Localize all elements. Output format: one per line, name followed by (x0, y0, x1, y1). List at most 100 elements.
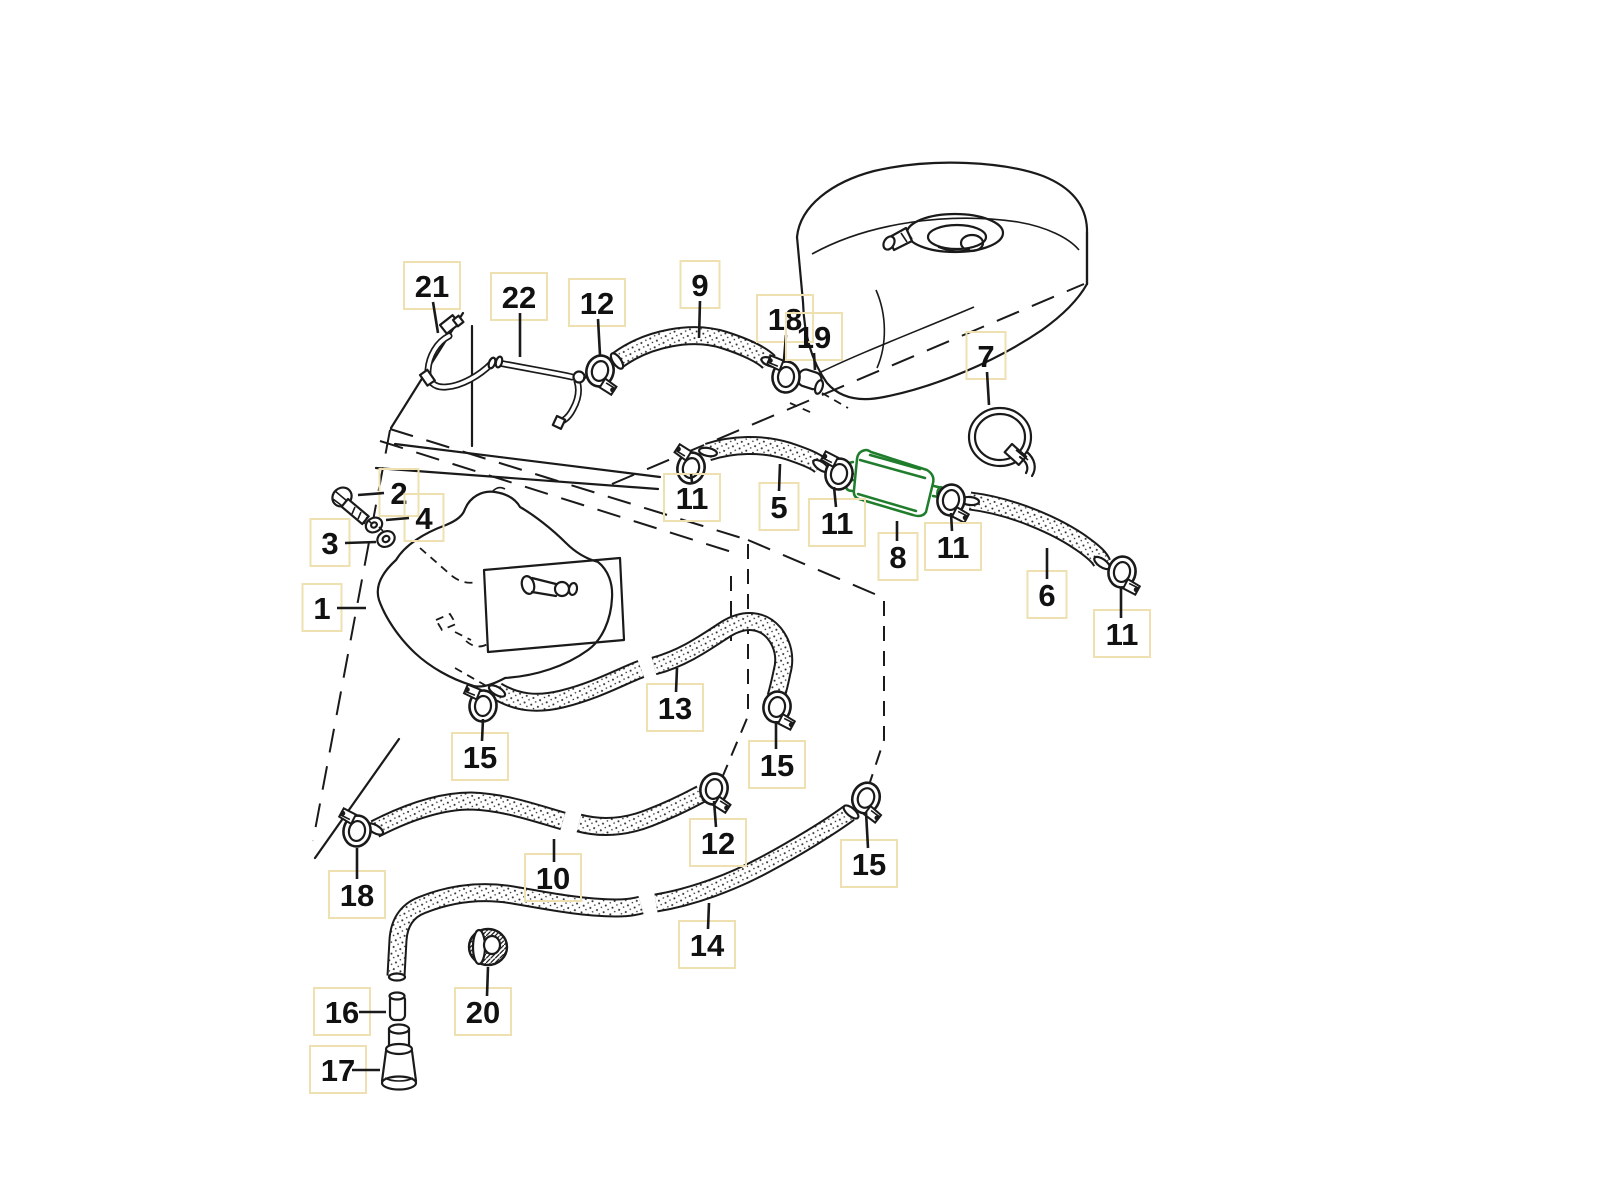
part-number: 7 (977, 339, 994, 374)
part-callout-1-10[interactable]: 1 (301, 583, 367, 632)
vent-pipe-part-21 (418, 314, 497, 391)
leader-line (712, 800, 718, 828)
leader-line (674, 667, 679, 693)
part-hotspot[interactable] (689, 818, 747, 867)
part-callout-15-22[interactable]: 15 (840, 811, 898, 888)
leader-line (864, 811, 870, 849)
part-number: 16 (325, 995, 359, 1030)
part-number: 12 (580, 286, 614, 321)
leader-line (706, 902, 711, 930)
part-hotspot[interactable] (568, 278, 626, 327)
clamp-part-18 (763, 354, 803, 395)
leader-line (832, 486, 838, 508)
part-callout-11-15[interactable]: 11 (924, 512, 982, 571)
part-callout-15-20[interactable]: 15 (748, 721, 806, 789)
part-callout-15-19[interactable]: 15 (451, 718, 509, 781)
part-hotspot[interactable] (965, 331, 1007, 380)
part-number: 11 (1106, 617, 1139, 652)
part-callout-4-8[interactable]: 4 (385, 493, 445, 542)
leader-line (431, 301, 440, 334)
vent-pipe-part-22 (494, 355, 598, 430)
part-hotspot[interactable] (451, 732, 509, 781)
part-callout-6-16[interactable]: 6 (1026, 548, 1068, 619)
hose-part-6 (959, 491, 1111, 571)
leader-line (985, 371, 991, 406)
part-callout-12-2[interactable]: 12 (568, 278, 626, 356)
part-callout-21-0[interactable]: 21 (403, 261, 461, 334)
part-number: 8 (889, 540, 906, 575)
mounting-panel (482, 556, 626, 654)
part-number: 18 (340, 878, 374, 913)
part-callout-12-21[interactable]: 12 (689, 800, 747, 867)
part-callout-17-28[interactable]: 17 (309, 1045, 380, 1094)
part-number: 22 (502, 280, 536, 315)
part-callout-13-18[interactable]: 13 (646, 667, 704, 732)
leader-line (480, 718, 485, 742)
part-callout-19-5[interactable]: 19 (785, 312, 843, 371)
lock-washer-part-4 (364, 516, 384, 534)
leader-line (689, 473, 694, 483)
part-hotspot[interactable] (840, 839, 898, 888)
part-hotspot[interactable] (808, 498, 866, 547)
clamp-part-12 (694, 769, 739, 815)
part-number: 15 (463, 740, 497, 775)
part-callout-11-13[interactable]: 11 (808, 486, 866, 547)
part-callout-11-11[interactable]: 11 (663, 473, 721, 522)
part-callout-18-24[interactable]: 18 (328, 848, 386, 919)
grommet-part-20 (467, 927, 509, 967)
part-number: 13 (658, 691, 692, 726)
leader-line (485, 966, 490, 997)
part-hotspot[interactable] (678, 920, 736, 969)
clamp-part-18 (333, 806, 376, 850)
hose-part-14 (386, 804, 860, 982)
clamp-part-11 (1103, 553, 1146, 597)
washer-part-3 (376, 529, 396, 549)
part-hotspot[interactable] (924, 522, 982, 571)
part-number: 3 (321, 526, 338, 561)
sleeve-part-19 (796, 368, 825, 395)
part-hotspot[interactable] (646, 683, 704, 732)
part-callout-9-3[interactable]: 9 (679, 260, 721, 339)
part-callout-2-7[interactable]: 2 (357, 468, 420, 517)
part-number: 12 (701, 826, 735, 861)
sleeve-part-16 (388, 991, 407, 1022)
part-callout-5-12[interactable]: 5 (758, 463, 800, 531)
part-number: 9 (691, 268, 708, 303)
part-number: 11 (821, 506, 854, 541)
part-number: 11 (676, 481, 709, 516)
part-callout-3-9[interactable]: 3 (309, 518, 377, 567)
part-number: 10 (536, 861, 570, 896)
leader-line (777, 463, 782, 492)
part-callout-16-26[interactable]: 16 (313, 987, 386, 1036)
part-callout-11-17[interactable]: 11 (1093, 587, 1151, 658)
part-hotspot[interactable] (454, 987, 512, 1036)
part-number: 17 (321, 1053, 355, 1088)
part-callout-14-25[interactable]: 14 (678, 902, 736, 969)
part-number: 1 (313, 591, 330, 626)
part-number: 11 (937, 530, 970, 565)
part-callout-20-27[interactable]: 20 (454, 966, 512, 1036)
part-number: 15 (760, 748, 794, 783)
part-hotspot[interactable] (403, 261, 461, 310)
part-number: 19 (797, 320, 831, 355)
part-callout-7-6[interactable]: 7 (965, 331, 1007, 406)
bolt-part-2 (331, 486, 370, 526)
leader-line (812, 352, 817, 371)
leader-line (949, 512, 954, 532)
part-number: 14 (690, 928, 725, 963)
hose-part-13 (487, 612, 794, 712)
part-callout-10-23[interactable]: 10 (524, 839, 582, 902)
part-number: 21 (415, 269, 449, 304)
tank-filler-nipple (882, 226, 914, 252)
expansion-tank (376, 486, 626, 689)
part-callout-22-1[interactable]: 22 (490, 272, 548, 357)
highlighted-part-8-canister[interactable] (844, 448, 952, 518)
cap-part-17 (380, 1023, 418, 1091)
part-callout-8-14[interactable]: 8 (877, 521, 919, 581)
leader-line (596, 318, 602, 356)
hose-part-5 (698, 436, 830, 474)
part-number: 15 (852, 847, 886, 882)
